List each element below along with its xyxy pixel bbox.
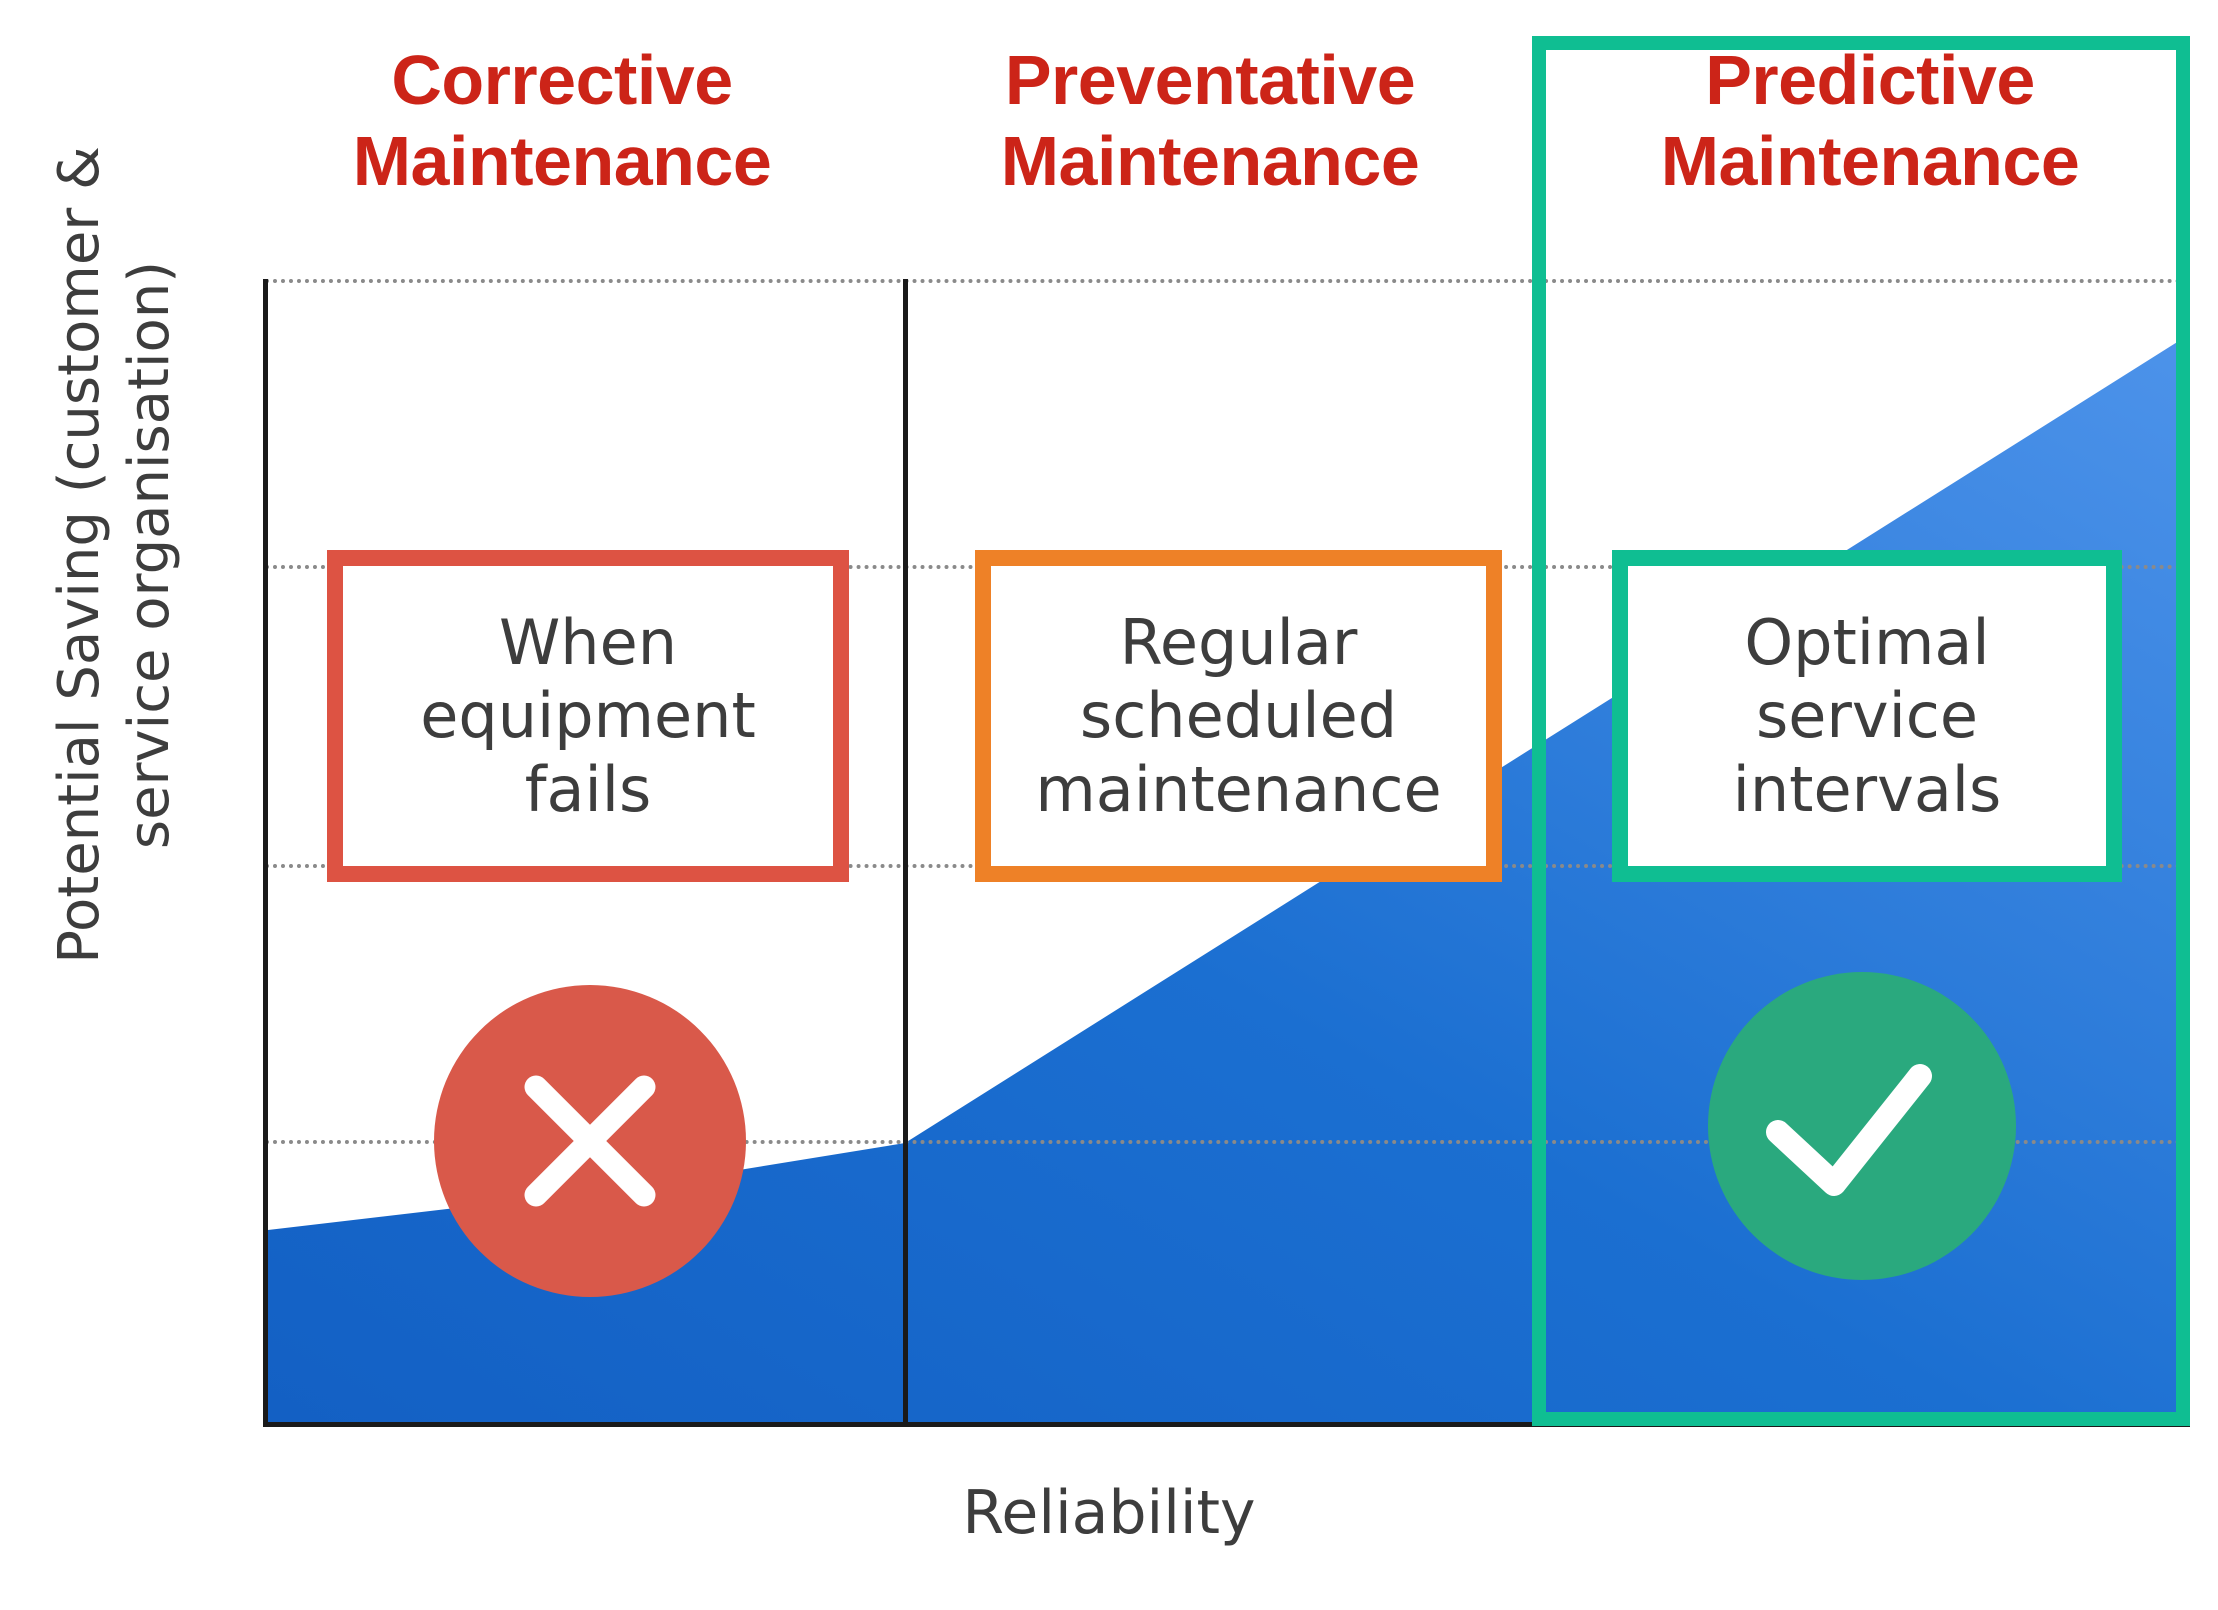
column-header-corrective: Corrective Maintenance	[352, 41, 772, 201]
status-badge-failure	[434, 985, 746, 1297]
check-icon	[1766, 1064, 1932, 1196]
section-divider-line	[903, 279, 908, 1425]
callout-preventative: Regular scheduled maintenance	[975, 550, 1502, 882]
y-axis-title: Potential Saving (customer & service org…	[47, 146, 182, 964]
status-badge-success	[1708, 972, 2016, 1280]
x-axis-line	[263, 1422, 2190, 1427]
column-header-preventative: Preventative Maintenance	[1000, 41, 1420, 201]
gridline-1	[265, 279, 2190, 283]
x-axis-title: Reliability	[962, 1478, 1256, 1548]
column-header-predictive: Predictive Maintenance	[1660, 41, 2080, 201]
callout-corrective: When equipment fails	[327, 550, 849, 882]
y-axis-line	[263, 279, 268, 1427]
cross-icon	[524, 1075, 656, 1207]
callout-predictive: Optimal service intervals	[1612, 550, 2122, 882]
y-axis-title-wrapper: Potential Saving (customer & service org…	[45, 0, 185, 1125]
gridline-4	[265, 1140, 2190, 1144]
